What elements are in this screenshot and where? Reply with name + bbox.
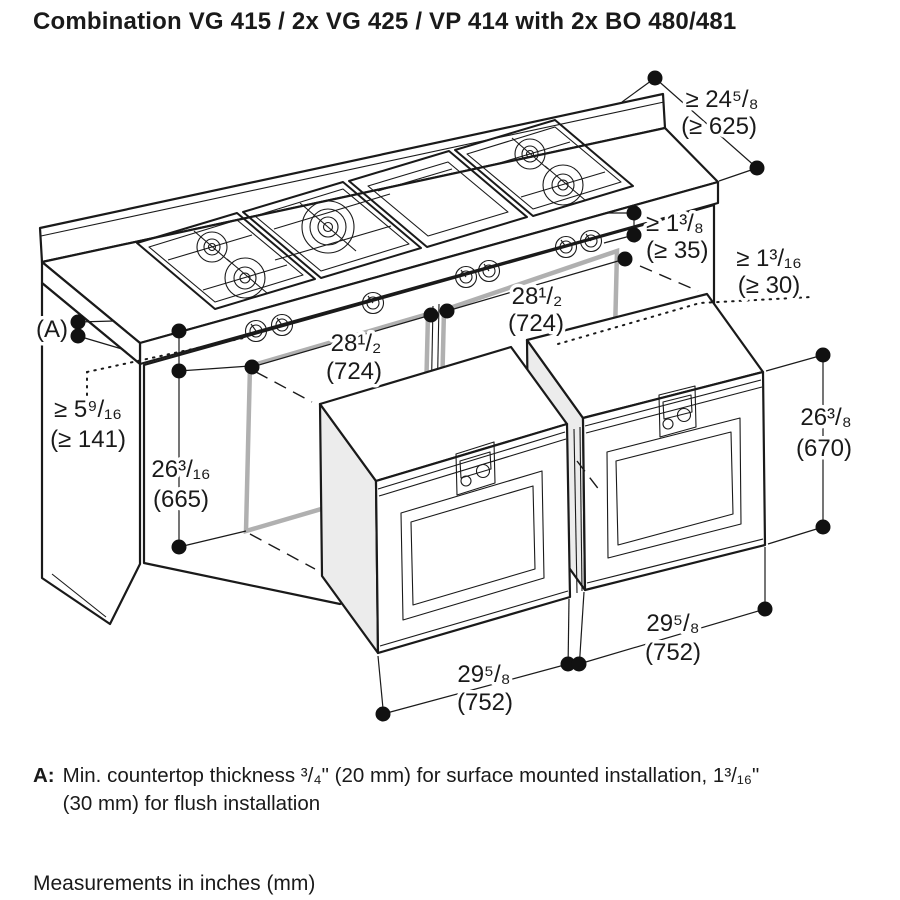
label-oven-height-mm: (670) bbox=[796, 435, 852, 462]
oven-knob bbox=[662, 418, 674, 430]
oven-knob bbox=[475, 463, 491, 479]
control-knobs bbox=[244, 229, 603, 343]
label-gap-side-mm: (≥ 30) bbox=[738, 272, 801, 299]
label-cutout-height-in: 26³/₁₆ bbox=[151, 456, 210, 483]
oven-left-control-panel bbox=[455, 441, 496, 496]
note-a-label: A: bbox=[33, 764, 55, 787]
label-cutout-height-mm: (665) bbox=[153, 486, 209, 513]
oven-knob bbox=[676, 407, 692, 423]
note-a-text: Min. countertop thickness ³/₄" (20 mm) f… bbox=[63, 762, 760, 818]
cooktop-vg425-right bbox=[454, 119, 634, 217]
oven-right-front bbox=[581, 370, 767, 592]
oven-left bbox=[318, 345, 583, 655]
label-oven-width-right-mm: (752) bbox=[645, 639, 701, 666]
label-left-clearance-mm: (≥ 141) bbox=[50, 426, 126, 453]
label-oven-width-left-in: 29⁵/₈ bbox=[457, 661, 510, 688]
clearance-lines bbox=[557, 296, 813, 492]
label-gap-side-in: ≥ 1³/₁₆ bbox=[736, 245, 802, 272]
label-cutout-width-left-mm: (724) bbox=[326, 358, 382, 385]
cooktop-vg425-left bbox=[136, 212, 316, 310]
oven-seam bbox=[573, 428, 578, 594]
cooktop-modules bbox=[136, 119, 634, 310]
label-cutout-width-right-mm: (724) bbox=[508, 310, 564, 337]
knob bbox=[477, 259, 501, 283]
label-left-clearance-in: ≥ 5⁹/₁₆ bbox=[54, 396, 122, 423]
projection-lines bbox=[86, 265, 699, 570]
dimension-lines bbox=[70, 70, 831, 722]
label-oven-height-in: 26³/₈ bbox=[800, 404, 851, 431]
cabinet-left-side bbox=[40, 281, 142, 626]
label-oven-width-left-mm: (752) bbox=[457, 689, 513, 716]
note-a-line1: Min. countertop thickness ³/₄" (20 mm) f… bbox=[62, 764, 760, 787]
label-counter-depth-in: ≥ 24⁵/₈ bbox=[685, 86, 758, 113]
note-a: A: Min. countertop thickness ³/₄" (20 mm… bbox=[33, 762, 883, 818]
knob bbox=[454, 265, 478, 289]
dimension-dots bbox=[70, 70, 831, 722]
cooktop-vp414-griddle bbox=[348, 150, 528, 248]
note-a-line2: (30 mm) for flush installation bbox=[62, 792, 321, 815]
label-oven-width-right-in: 29⁵/₈ bbox=[646, 610, 699, 637]
oven-left-door-window bbox=[400, 470, 545, 621]
label-cutout-width-right-in: 28¹/₂ bbox=[512, 283, 563, 310]
oven-right-door-window bbox=[606, 417, 742, 559]
countertop bbox=[38, 92, 720, 366]
knob bbox=[554, 235, 578, 259]
dimension-labels: ≥ 24⁵/₈ (≥ 625) ≥ 1³/₈ (≥ 35) ≥ 1³/₁₆ (≥… bbox=[33, 83, 856, 720]
knob bbox=[270, 313, 294, 337]
knob bbox=[244, 319, 268, 343]
label-gap-top-in: ≥ 1³/₈ bbox=[646, 210, 704, 237]
page-title: Combination VG 415 / 2x VG 425 / VP 414 … bbox=[33, 8, 737, 35]
label-marker-a: (A) bbox=[36, 316, 68, 343]
knob bbox=[361, 291, 385, 315]
oven-left-front bbox=[374, 422, 572, 655]
label-counter-depth-mm: (≥ 625) bbox=[681, 113, 757, 140]
measurements-footer: Measurements in inches (mm) bbox=[33, 872, 316, 895]
oven-knob bbox=[460, 475, 472, 487]
oven-right-control-panel bbox=[658, 385, 697, 438]
label-cutout-width-left-in: 28¹/₂ bbox=[331, 330, 382, 357]
label-gap-top-mm: (≥ 35) bbox=[646, 237, 709, 264]
knob bbox=[579, 229, 603, 253]
